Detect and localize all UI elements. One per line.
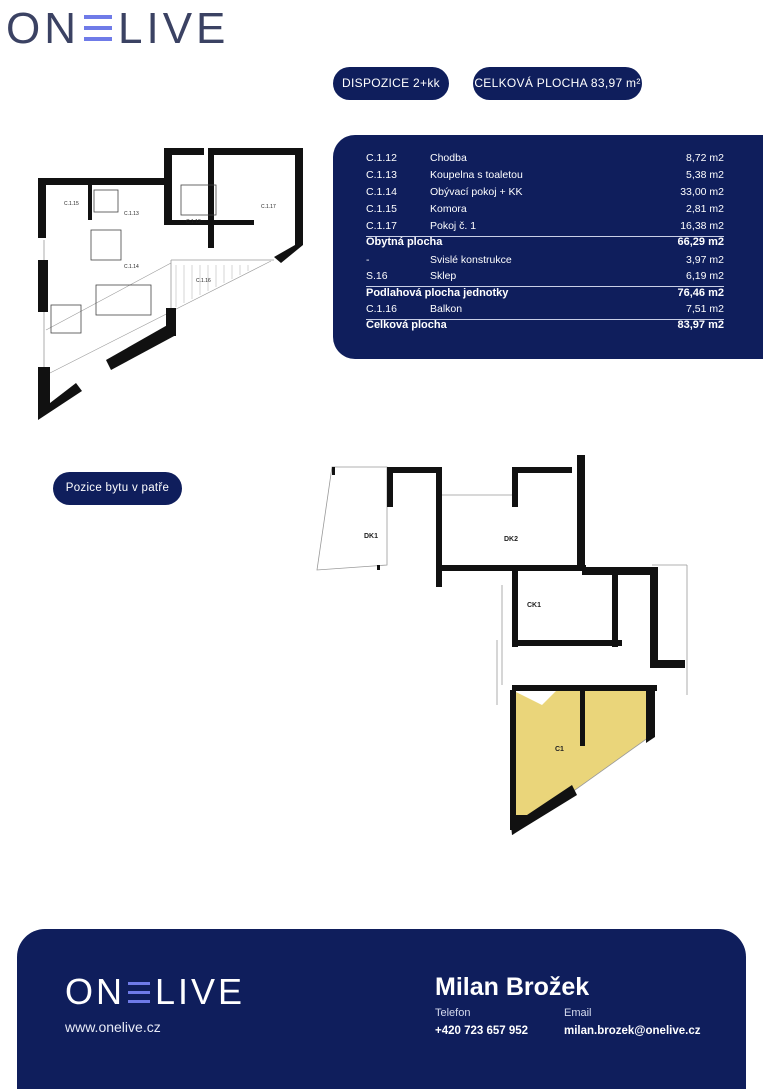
floor-label-ck1: CK1 <box>527 602 541 609</box>
floor-total-row: Podlahová plocha jednotky 76,46 m2 <box>366 287 724 299</box>
floor-label-c1: C1 <box>555 746 564 753</box>
plan-label-c112: C.1.12 <box>186 219 201 225</box>
plan-label-c113: C.1.13 <box>124 211 139 217</box>
disposition-badge: DISPOZICE 2+kk <box>333 67 449 100</box>
table-row: C.1.15 Komora 2,81 m2 <box>366 203 724 215</box>
plan-label-c115: C.1.15 <box>64 201 79 207</box>
grand-total-row: Celková plocha 83,97 m2 <box>366 319 724 331</box>
floor-position-button[interactable]: Pozice bytu v patře <box>53 472 182 505</box>
table-row: C.1.12 Chodba 8,72 m2 <box>366 152 724 164</box>
table-row: S.16 Sklep 6,19 m2 <box>366 270 724 287</box>
email-link[interactable]: milan.brozek@onelive.cz <box>564 1025 701 1037</box>
area-table: C.1.12 Chodba 8,72 m2 C.1.13 Koupelna s … <box>333 135 763 359</box>
email-label: Email <box>564 1007 592 1019</box>
living-total-row: Obytná plocha 66,29 m2 <box>366 236 724 248</box>
brand-logo-right: LIVE <box>118 4 230 53</box>
table-row: C.1.14 Obývací pokoj + KK 33,00 m2 <box>366 186 724 198</box>
apartment-floor-plan: C.1.15 C.1.13 C.1.12 C.1.17 C.1.14 C.1.1… <box>38 148 303 420</box>
table-row: C.1.16 Balkon 7,51 m2 <box>366 303 724 320</box>
website-link[interactable]: www.onelive.cz <box>65 1019 161 1035</box>
brand-logo: ON LIVE <box>6 4 229 54</box>
phone-link[interactable]: +420 723 657 952 <box>435 1025 529 1037</box>
brand-logo-left: ON <box>6 4 80 53</box>
plan-label-c117: C.1.17 <box>261 204 276 210</box>
plan-label-c116: C.1.16 <box>196 278 211 284</box>
floor-label-dk2: DK2 <box>504 536 518 543</box>
floor-position-plan: DK1 DK2 CK1 C1 <box>316 455 688 835</box>
floor-label-dk1: DK1 <box>364 533 378 540</box>
plan-label-c114: C.1.14 <box>124 264 139 270</box>
unit-highlight <box>512 685 652 835</box>
contact-name: Milan Brožek <box>435 973 590 1001</box>
brand-logo-e-mark <box>84 9 114 45</box>
table-row: - Svislé konstrukce 3,97 m2 <box>366 254 724 266</box>
footer-logo-e-mark <box>128 978 152 1006</box>
phone-label: Telefon <box>435 1007 471 1019</box>
table-row: C.1.13 Koupelna s toaletou 5,38 m2 <box>366 169 724 181</box>
total-area-badge: CELKOVÁ PLOCHA 83,97 m² <box>473 67 642 100</box>
table-row: C.1.17 Pokoj č. 1 16,38 m2 <box>366 220 724 237</box>
